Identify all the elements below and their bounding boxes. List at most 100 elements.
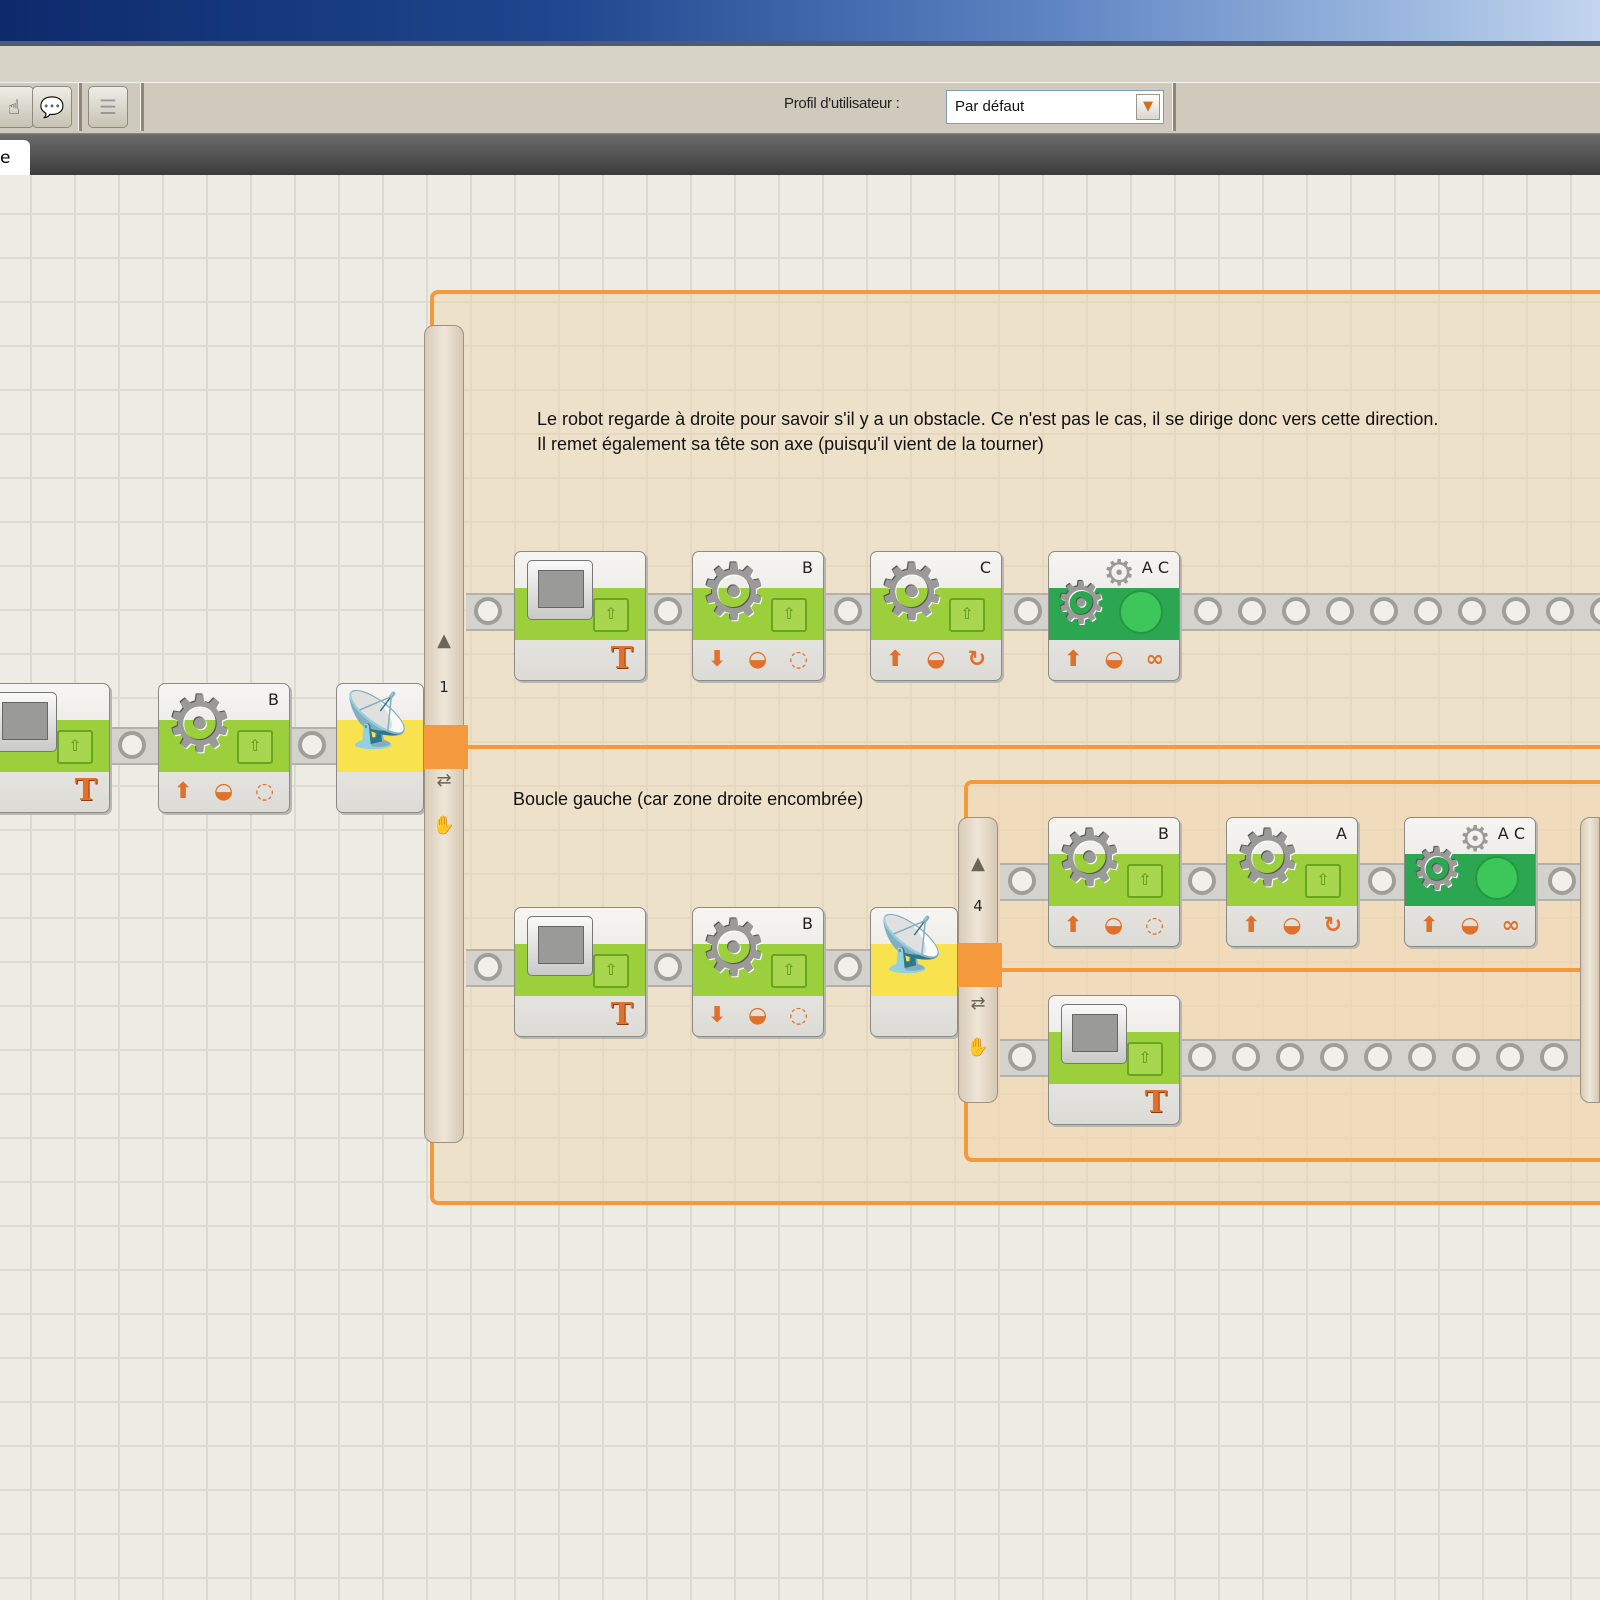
motor-block[interactable]: ⚙ ⇧ B ⬇◒◌ <box>692 551 824 681</box>
program-tab[interactable]: e <box>0 140 30 175</box>
display-icon <box>1061 1004 1127 1064</box>
switch-divider <box>996 968 1600 972</box>
power-icon: ◒ <box>1282 912 1302 938</box>
motor-block[interactable]: ⚙ ⇧ B ⬆◒◌ <box>158 683 290 813</box>
arrow-up-icon: ⬆ <box>1064 646 1083 672</box>
motor-block[interactable]: ⚙ ⇧ C ⬆◒↻ <box>870 551 1002 681</box>
power-icon: ◒ <box>1104 646 1124 672</box>
display-icon <box>0 692 57 752</box>
arrow-up-icon: ⬆ <box>885 646 905 672</box>
ultrasonic-icon: 📡 <box>343 688 411 751</box>
degrees-icon: ◌ <box>254 778 275 804</box>
comment-top-line1[interactable]: Le robot regarde à droite pour savoir s'… <box>537 409 1439 429</box>
data-plug-icon: ⇧ <box>593 598 629 632</box>
arrow-up-icon: ⬆ <box>173 778 193 804</box>
toolbar: ☝ 💬 ☰ <box>0 82 1600 135</box>
degrees-icon: ◌ <box>1144 912 1165 938</box>
arrow-down-icon: ⬇ <box>707 1002 727 1028</box>
text-icon: T <box>610 641 633 676</box>
gear-icon: ⚙ <box>1055 569 1107 637</box>
power-icon: ◒ <box>1104 912 1124 938</box>
move-block[interactable]: ⚙ ⚙ A C ⬆ ◒ ∞ <box>1048 551 1180 681</box>
text-icon: T <box>610 997 633 1032</box>
data-plug-icon: ⇧ <box>949 598 985 632</box>
rotations-icon: ↻ <box>1323 912 1342 938</box>
sensor-chart-icon: ▲ <box>971 853 985 874</box>
data-plug-icon: ⇧ <box>1305 864 1341 898</box>
motor-port: A C <box>1141 558 1169 577</box>
ultrasonic-sensor-block[interactable]: 📡 <box>336 683 424 813</box>
program-tab-label: e <box>0 148 11 168</box>
motor-port: B <box>1158 824 1169 843</box>
profile-value: Par défaut <box>955 98 1025 115</box>
motor-port: B <box>802 914 813 933</box>
power-icon: ◒ <box>1460 912 1480 938</box>
text-icon: T <box>74 773 97 808</box>
switch-flat-icon[interactable]: ⇄ <box>436 770 452 791</box>
switch-inner-tab <box>958 943 1002 987</box>
data-plug-icon: ⇧ <box>1127 1042 1163 1076</box>
profile-dropdown[interactable]: Par défaut ▼ <box>946 90 1164 124</box>
data-plug-icon: ⇧ <box>57 730 93 764</box>
switch-outer-number: 1 <box>439 678 449 696</box>
profile-label: Profil d'utilisateur : <box>784 95 900 112</box>
motor-port: B <box>268 690 279 709</box>
display-block[interactable]: ⇧ T <box>1048 995 1180 1125</box>
comment-bottom[interactable]: Boucle gauche (car zone droite encombrée… <box>513 789 864 809</box>
gear-icon: ⚙ <box>1411 835 1463 903</box>
text-icon: T <box>1144 1085 1167 1120</box>
display-icon <box>527 560 593 620</box>
menu-bar <box>0 46 1600 83</box>
steering-icon <box>1119 590 1163 634</box>
unlimited-icon: ∞ <box>1145 646 1164 672</box>
steering-icon <box>1475 856 1519 900</box>
data-plug-icon: ⇧ <box>771 598 807 632</box>
motor-port: A <box>1336 824 1347 843</box>
switch-outer-tab <box>424 725 468 769</box>
data-plug-icon: ⇧ <box>771 954 807 988</box>
window-title-bar <box>0 0 1600 46</box>
arrow-down-icon: ⬇ <box>707 646 727 672</box>
arrow-up-icon: ⬆ <box>1063 912 1083 938</box>
display-block[interactable]: ⇧ T <box>514 551 646 681</box>
ultrasonic-sensor-block[interactable]: 📡 <box>870 907 958 1037</box>
switch-inner-number: 4 <box>973 897 983 915</box>
switch-inner-end-pillar <box>1580 817 1600 1103</box>
toolbar-separator <box>78 83 82 131</box>
motor-block[interactable]: ⚙ ⇧ A ⬆◒↻ <box>1226 817 1358 947</box>
rotations-icon: ↻ <box>967 646 986 672</box>
switch-divider <box>458 745 1600 749</box>
degrees-icon: ◌ <box>788 646 809 672</box>
program-canvas[interactable]: ⇧ T ⚙ ⇧ B ⬆ ◒ ◌ 📡 ▲ 1 ⇄ ✋ Le robot regarde… <box>0 175 1600 1600</box>
hand-icon: ✋ <box>966 1037 990 1058</box>
power-icon: ◒ <box>748 1002 768 1028</box>
motor-port: A C <box>1497 824 1525 843</box>
motor-block[interactable]: ⚙ ⇧ B ⬇◒◌ <box>692 907 824 1037</box>
hand-icon[interactable]: ☝ <box>0 86 34 128</box>
chevron-down-icon[interactable]: ▼ <box>1136 94 1160 120</box>
toolbar-separator <box>1172 83 1176 131</box>
gear-icon: ⚙ <box>877 551 947 638</box>
gear-icon: ⚙ <box>699 551 769 638</box>
arrow-up-icon: ⬆ <box>1420 912 1439 938</box>
gear-small-icon: ⚙ <box>1459 819 1492 860</box>
display-block[interactable]: ⇧ T <box>514 907 646 1037</box>
motor-block[interactable]: ⚙ ⇧ B ⬆ ◒ ◌ <box>1048 817 1180 947</box>
gear-icon: ⚙ <box>699 907 769 994</box>
power-icon: ◒ <box>926 646 946 672</box>
arrow-up-icon: ⬆ <box>1241 912 1261 938</box>
hand-icon: ✋ <box>432 815 456 836</box>
unlimited-icon: ∞ <box>1501 912 1520 938</box>
palette-icon[interactable]: ☰ <box>88 86 128 128</box>
data-plug-icon: ⇧ <box>1127 864 1163 898</box>
switch-flat-icon[interactable]: ⇄ <box>970 993 986 1014</box>
display-block[interactable]: ⇧ T <box>0 683 110 813</box>
comment-icon[interactable]: 💬 <box>32 86 72 128</box>
gear-icon: ⚙ <box>1055 817 1125 904</box>
comment-top-line2[interactable]: Il remet également sa tête son axe (puis… <box>537 434 1044 454</box>
ultrasonic-icon: 📡 <box>877 912 945 975</box>
display-icon <box>527 916 593 976</box>
move-block[interactable]: ⚙ ⚙ A C ⬆ ◒ ∞ <box>1404 817 1536 947</box>
gear-small-icon: ⚙ <box>1103 553 1136 594</box>
motor-port: B <box>802 558 813 577</box>
